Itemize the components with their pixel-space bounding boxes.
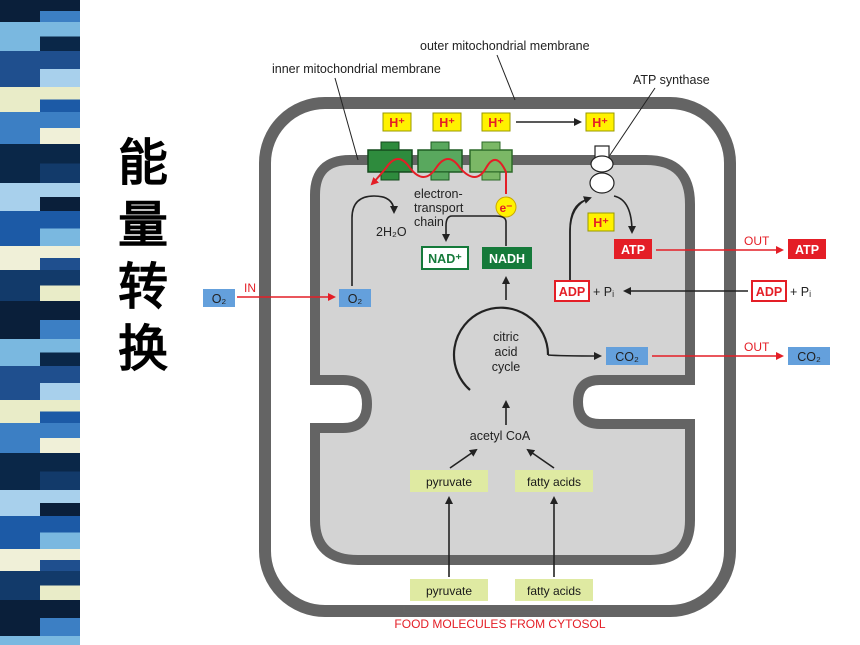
page-title: 能 量 转 换 — [113, 132, 173, 380]
atp-inside-box — [614, 239, 652, 259]
proton-label-5: H⁺ — [593, 216, 609, 230]
title-char-3: 转 — [118, 258, 168, 316]
electron-path — [370, 158, 507, 194]
atp-outside-box — [788, 239, 826, 259]
pyruvate-outer-box — [410, 579, 488, 601]
etc-label-line3: chain — [414, 215, 444, 229]
nadh-box — [482, 247, 532, 269]
fatty-inner-label: fatty acids — [527, 475, 581, 489]
title-char-2: 量 — [118, 196, 168, 254]
pi-inside-label: + Pᵢ — [593, 285, 614, 299]
pi-outside-label: + Pᵢ — [790, 285, 811, 299]
inner-membrane — [310, 155, 695, 565]
proton-boxes: H⁺ H⁺ H⁺ H⁺ H⁺ — [382, 112, 615, 232]
proton-box-4 — [585, 112, 615, 132]
pyruvate-inner-box — [410, 470, 488, 492]
etc-label-line2: transport — [414, 201, 464, 215]
inner-membrane-label: inner mitochondrial membrane — [272, 62, 441, 76]
atp-outside-label: ATP — [795, 243, 819, 257]
water-label: 2H₂O — [376, 225, 407, 239]
co2-inside-box — [606, 347, 648, 365]
title-char-4: 换 — [118, 320, 168, 378]
adp-inside-label: ADP — [559, 285, 585, 299]
out-atp-label: OUT — [744, 234, 770, 248]
adp-inside-box — [554, 280, 590, 302]
nad-box — [421, 246, 469, 270]
atp-inside-label: ATP — [621, 243, 645, 257]
co2-inside-label: CO₂ — [615, 350, 639, 364]
citric-label-line3: cycle — [492, 360, 521, 374]
adp-outside-label: ADP — [756, 285, 782, 299]
proton-label-2: H⁺ — [439, 116, 455, 130]
citric-acid-cycle-arrow — [452, 306, 550, 391]
acetyl-coa-label: acetyl CoA — [470, 429, 531, 443]
fatty-outer-label: fatty acids — [527, 584, 581, 598]
pyruvate-inner-label: pyruvate — [426, 475, 472, 489]
nadh-label: NADH — [489, 252, 525, 266]
atp-synthase — [589, 145, 615, 194]
out-co2-label: OUT — [744, 340, 770, 354]
fatty-outer-box — [515, 579, 593, 601]
citric-label-line1: citric — [493, 330, 519, 344]
electron-circle — [495, 196, 517, 218]
o2-inside-label: O₂ — [348, 292, 363, 306]
proton-box-1 — [382, 112, 412, 132]
in-label: IN — [244, 281, 256, 295]
proton-label-1: H⁺ — [389, 116, 405, 130]
o2-outside-label: O₂ — [212, 292, 227, 306]
co2-outside-box — [788, 347, 830, 365]
o2-outside-box — [203, 289, 235, 307]
outer-membrane-label: outer mitochondrial membrane — [420, 39, 590, 53]
electron-label: e⁻ — [499, 201, 512, 215]
citric-label-line2: acid — [495, 345, 518, 359]
proton-box-2 — [432, 112, 462, 132]
proton-box-3 — [481, 112, 511, 132]
electron-transport-complexes — [367, 141, 513, 181]
fatty-inner-box — [515, 470, 593, 492]
o2-inside-box — [339, 289, 371, 307]
proton-label-4: H⁺ — [592, 116, 608, 130]
pyruvate-outer-label: pyruvate — [426, 584, 472, 598]
decorative-side-stripe — [0, 0, 80, 645]
co2-outside-label: CO₂ — [797, 350, 821, 364]
etc-label-line1: electron- — [414, 187, 463, 201]
proton-box-5 — [587, 212, 615, 232]
adp-outside-box — [751, 280, 787, 302]
proton-label-3: H⁺ — [488, 116, 504, 130]
atp-synthase-label: ATP synthase — [633, 73, 710, 87]
food-molecules-label: FOOD MOLECULES FROM CYTOSOL — [394, 617, 605, 631]
nad-label: NAD⁺ — [428, 252, 462, 266]
title-char-1: 能 — [118, 134, 168, 192]
